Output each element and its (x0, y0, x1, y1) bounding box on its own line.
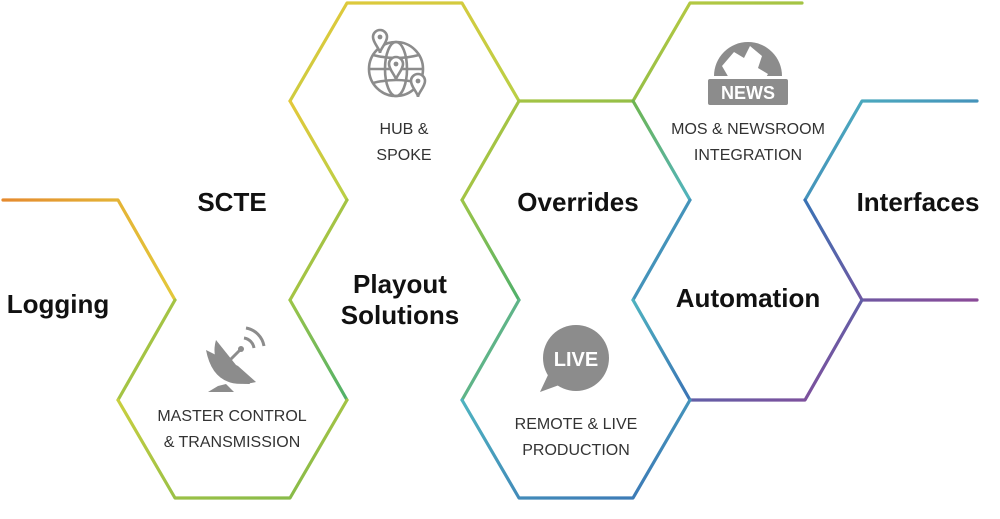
hub-spoke-label-line2: SPOKE (376, 147, 431, 164)
interfaces-label: Interfaces (857, 187, 980, 217)
master-control-label-line2: & TRANSMISSION (164, 434, 301, 451)
news-badge-text: NEWS (721, 83, 775, 103)
live-badge-text: LIVE (554, 349, 598, 371)
mos-newsroom-label-line1: MOS & NEWSROOM (671, 121, 825, 138)
hub-spoke-label-line1: HUB & (380, 121, 429, 138)
automation-label: Automation (676, 283, 820, 313)
globe-pins-icon (367, 28, 427, 98)
satellite-dish-icon (206, 326, 266, 392)
playout-solutions-label-line2: Solutions (341, 300, 459, 330)
hexagon-edges (1, 1, 979, 500)
logging-label: Logging (7, 289, 110, 319)
scte-label: SCTE (197, 187, 266, 217)
news-icon: NEWS (708, 42, 788, 105)
live-bubble-icon: LIVE (540, 325, 609, 392)
remote-live-label-line1: REMOTE & LIVE (515, 416, 638, 433)
master-control-label-line1: MASTER CONTROL (157, 408, 306, 425)
mos-newsroom-label-line2: INTEGRATION (694, 147, 802, 164)
playout-solutions-label-line1: Playout (353, 269, 447, 299)
overrides-label: Overrides (517, 187, 638, 217)
remote-live-label-line2: PRODUCTION (522, 442, 630, 459)
